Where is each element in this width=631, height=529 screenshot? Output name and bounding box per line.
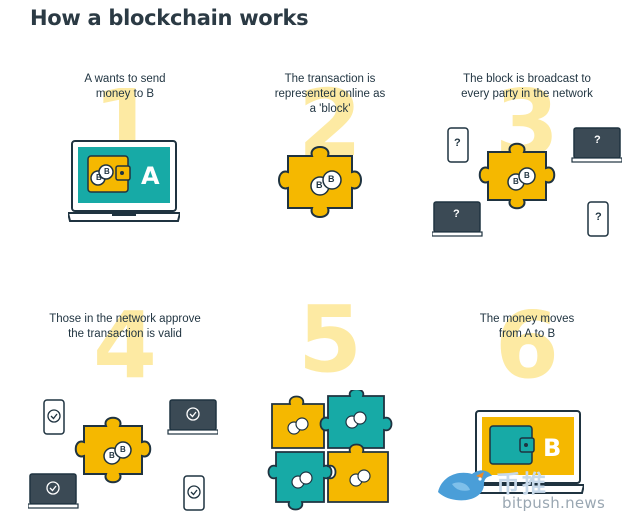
puzzle-piece-icon [74,416,152,484]
puzzle-piece-icon [278,146,362,218]
sender-label: A [141,162,160,190]
bitcoin-coin-icon [310,170,342,196]
coin-symbol: B [316,180,323,190]
phone-icon [43,399,65,435]
step-number: 2 [297,70,362,177]
wallet-icon [489,425,535,465]
question-mark-icon: ? [454,137,461,149]
step-1: 1 A wants to send money to B [25,72,225,170]
laptop-icon [68,140,180,222]
coin-symbol: B [120,445,126,454]
bird-logo-icon [438,470,492,501]
step-6: 6 The money moves from A to B [427,300,627,392]
step-number: 4 [92,292,157,399]
coin-symbol: B [524,171,530,180]
coin-symbol: B [109,451,115,460]
puzzle-chain-art [267,390,393,511]
monitor-icon [432,201,483,237]
puzzle-piece-icon [478,142,556,210]
phone-icon [447,127,469,163]
network-approve-art [28,399,218,511]
coin-symbol: B [513,177,519,186]
monitor-icon [571,127,622,163]
step-caption: A wants to send money to B [84,73,166,100]
watermark-brand: 币推 [496,470,548,498]
question-mark-icon: ? [594,134,601,146]
monitor-icon [28,473,79,509]
receiver-label: B [543,434,562,462]
coin-symbol: B [96,173,102,182]
step-2: 2 The transaction is represented online … [230,72,430,170]
step-caption: The transaction is represented online as… [274,73,386,115]
step-3: 3 The block is broadcast to every party … [427,72,627,170]
question-mark-icon: ? [595,211,602,223]
watermark-domain: bitpush.news [502,494,606,512]
coin-symbol: B [328,174,335,184]
step-4: 4 Those in the network approve the trans… [25,300,225,392]
phone-icon [183,475,205,511]
network-broadcast-art [432,127,622,237]
question-mark-icon: ? [453,208,460,220]
step-number: 5 [297,286,362,393]
bitcoin-coin-icon [90,164,114,186]
step-number: 6 [494,292,559,399]
coin-symbol: B [104,167,110,176]
step-caption: The block is broadcast to every party in… [461,73,593,100]
step-caption: Those in the network approve the transac… [49,313,201,340]
bitcoin-coin-icon [287,411,371,489]
step-caption: The money moves from A to B [479,313,575,340]
monitor-icon [167,399,218,435]
page-title: How a blockchain works [30,6,309,30]
laptop-icon [472,410,584,494]
phone-icon [587,201,609,237]
